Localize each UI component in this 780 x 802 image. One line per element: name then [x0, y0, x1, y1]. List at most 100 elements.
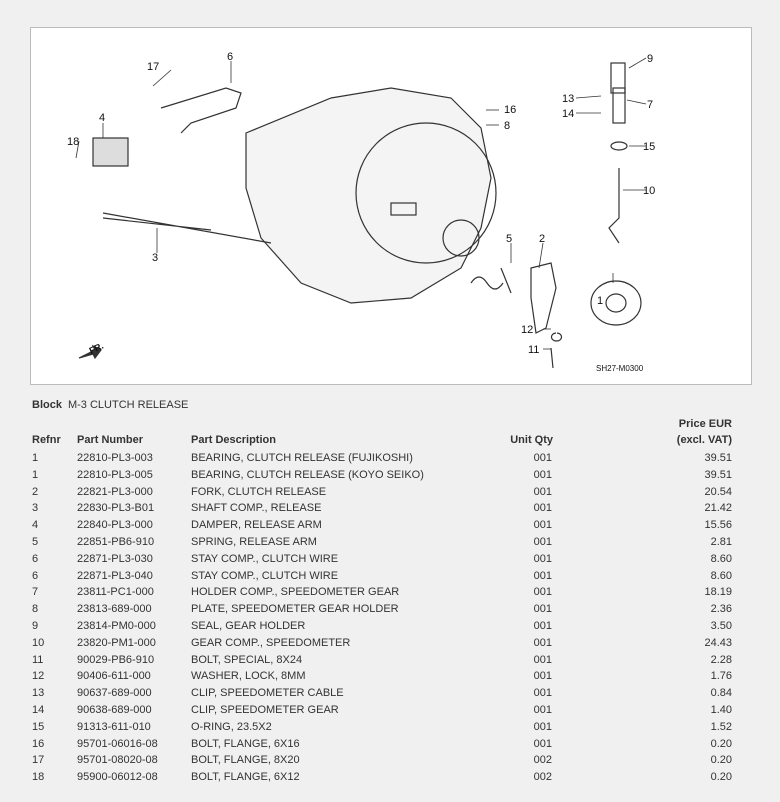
cell-price: 1.40	[710, 704, 732, 716]
cell-price: 1.76	[710, 670, 732, 683]
cell-price: 21.42	[704, 502, 732, 515]
cell-price: 15.56	[704, 519, 732, 532]
cell-refnr: 6	[32, 552, 39, 565]
cell-description: BOLT, FLANGE, 6X12	[191, 771, 300, 784]
cell-price: 24.43	[704, 636, 732, 649]
cell-refnr: 1	[32, 468, 39, 481]
cell-description: BOLT, FLANGE, 6X16	[191, 737, 300, 750]
cell-unit-qty: 001	[533, 687, 552, 700]
block-title: Block M-3 CLUTCH RELEASE	[32, 399, 188, 411]
cell-unit-qty: 001	[533, 704, 552, 716]
cell-unit-qty: 001	[533, 502, 552, 515]
cell-price: 39.51	[704, 468, 732, 481]
cell-refnr: 18	[32, 771, 45, 784]
callout-1: 1	[597, 295, 603, 307]
cell-part-number: 90029-PB6-910	[77, 653, 155, 666]
cell-unit-qty: 001	[533, 737, 552, 750]
cell-refnr: 10	[32, 636, 45, 649]
callout-5: 5	[506, 233, 512, 245]
diagram-code: SH27-M0300	[596, 364, 644, 373]
header-refnr: Refnr	[32, 434, 61, 446]
header-price-line1: Price EUR	[678, 418, 732, 430]
cell-unit-qty: 001	[533, 586, 552, 599]
cell-refnr: 1	[32, 452, 39, 464]
cell-part-number: 95701-06016-08	[77, 737, 158, 750]
cell-part-number: 23814-PM0-000	[77, 620, 156, 632]
cell-unit-qty: 001	[533, 452, 552, 464]
cell-price: 0.20	[710, 737, 732, 750]
header-description: Part Description	[191, 434, 276, 446]
cell-part-number: 22840-PL3-000	[77, 519, 153, 532]
cell-part-number: 23811-PC1-000	[77, 586, 154, 599]
callout-12: 12	[521, 324, 533, 336]
cell-part-number: 22810-PL3-005	[77, 468, 153, 481]
callout-13: 13	[562, 93, 574, 105]
cell-refnr: 14	[32, 704, 45, 716]
table-row: 9 23814-PM0-000 SEAL, GEAR HOLDER 001 3.50	[0, 620, 780, 637]
cell-refnr: 16	[32, 737, 45, 750]
cell-part-number: 22810-PL3-003	[77, 452, 153, 464]
cell-price: 18.19	[704, 586, 732, 599]
cell-description: GEAR COMP., SPEEDOMETER	[191, 636, 351, 649]
cell-part-number: 95701-08020-08	[77, 754, 158, 767]
cell-price: 3.50	[710, 620, 732, 632]
cell-description: BEARING, CLUTCH RELEASE (KOYO SEIKO)	[191, 468, 424, 481]
cell-price: 39.51	[704, 452, 732, 464]
cell-description: STAY COMP., CLUTCH WIRE	[191, 552, 339, 565]
cell-refnr: 12	[32, 670, 45, 683]
cell-refnr: 11	[32, 653, 44, 666]
header-part-number: Part Number	[77, 434, 144, 446]
cell-part-number: 23813-689-000	[77, 603, 152, 616]
cell-price: 20.54	[704, 485, 732, 498]
front-label: FR.	[88, 341, 105, 356]
cell-price: 0.20	[710, 771, 732, 784]
cell-unit-qty: 002	[533, 754, 552, 767]
cell-refnr: 8	[32, 603, 39, 616]
callout-8: 8	[504, 120, 510, 132]
cell-description: SHAFT COMP., RELEASE	[191, 502, 322, 515]
callout-9: 9	[647, 53, 653, 65]
cell-part-number: 22821-PL3-000	[77, 485, 153, 498]
callout-4: 4	[99, 112, 105, 124]
cell-description: CLIP, SPEEDOMETER GEAR	[191, 704, 339, 716]
cell-price: 2.28	[710, 653, 732, 666]
block-label: Block	[32, 399, 62, 411]
block-name: M-3 CLUTCH RELEASE	[67, 399, 189, 411]
callout-15: 15	[643, 141, 655, 153]
cell-unit-qty: 001	[533, 670, 552, 683]
header-unit-qty: Unit Qty	[510, 434, 553, 446]
cell-refnr: 9	[32, 620, 39, 632]
cell-part-number: 90406-611-000	[77, 670, 151, 683]
cell-description: STAY COMP., CLUTCH WIRE	[191, 569, 339, 582]
cell-description: CLIP, SPEEDOMETER CABLE	[191, 687, 344, 700]
cell-unit-qty: 001	[533, 620, 552, 632]
header-price-line2: (excl. VAT)	[676, 434, 732, 446]
callout-3: 3	[152, 252, 158, 264]
table-row: 16 95701-06016-08 BOLT, FLANGE, 6X16 001 0.2…	[0, 738, 780, 755]
cell-refnr: 4	[32, 519, 39, 532]
callout-11: 11	[528, 344, 539, 356]
callout-10: 10	[643, 185, 655, 197]
cell-refnr: 13	[32, 687, 45, 700]
cell-refnr: 17	[32, 754, 45, 767]
callout-14: 14	[562, 108, 574, 120]
cell-description: BOLT, SPECIAL, 8X24	[191, 653, 303, 666]
cell-price: 8.60	[710, 552, 732, 565]
cell-unit-qty: 001	[533, 552, 552, 565]
callout-18: 18	[67, 136, 79, 148]
cell-unit-qty: 001	[533, 569, 552, 582]
cell-description: SEAL, GEAR HOLDER	[191, 620, 306, 632]
